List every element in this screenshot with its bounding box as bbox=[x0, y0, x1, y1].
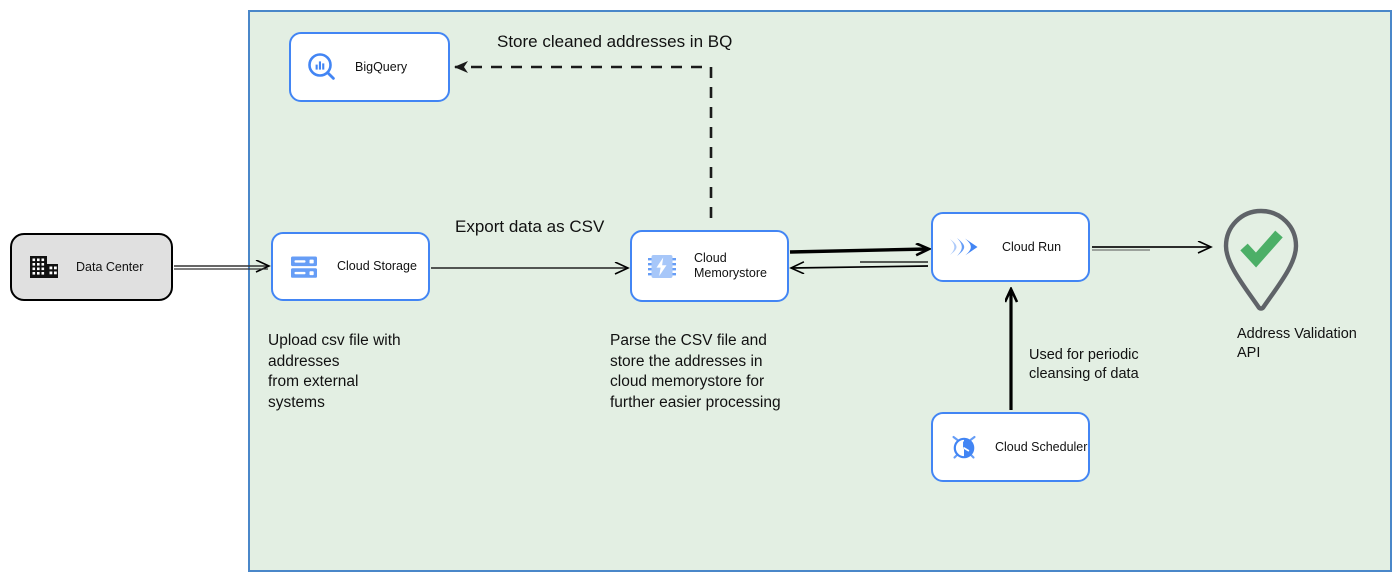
annotation-parse: Parse the CSV file and store the address… bbox=[610, 332, 781, 411]
cloud-run-icon bbox=[948, 232, 982, 262]
label-address-validation-api: Address Validation API bbox=[1237, 326, 1357, 362]
gcp-boundary-container bbox=[248, 10, 1392, 572]
edge-label-periodic-cleansing: Used for periodic cleansing of data bbox=[1029, 347, 1139, 383]
edge-datacenter-to-storage bbox=[174, 266, 268, 269]
node-label-cloud-run: Cloud Run bbox=[1002, 239, 1062, 254]
node-label-cloud-memorystore: Cloud Memorystore bbox=[694, 251, 767, 280]
node-cloud-storage[interactable]: Cloud Storage bbox=[271, 232, 430, 301]
cloud-memorystore-icon bbox=[647, 251, 677, 281]
node-label-cloud-scheduler: Cloud Scheduler bbox=[995, 439, 1088, 454]
node-label-cloud-storage: Cloud Storage bbox=[337, 259, 417, 274]
node-bigquery[interactable]: BigQuery bbox=[289, 32, 450, 102]
node-address-validation-api[interactable] bbox=[1220, 206, 1302, 321]
data-center-icon bbox=[29, 253, 59, 281]
location-pin-check-icon bbox=[1223, 208, 1299, 311]
node-cloud-memorystore[interactable]: Cloud Memorystore bbox=[630, 230, 789, 302]
node-cloud-scheduler[interactable]: Cloud Scheduler bbox=[931, 412, 1090, 482]
edge-label-export-csv: Export data as CSV bbox=[455, 217, 605, 236]
bigquery-icon bbox=[307, 52, 337, 82]
annotation-upload: Upload csv file with addresses from exte… bbox=[268, 332, 401, 411]
node-label-data-center: Data Center bbox=[76, 259, 144, 274]
cloud-scheduler-icon bbox=[949, 432, 979, 462]
edge-cloudrun-to-bigquery bbox=[454, 61, 713, 218]
cloud-storage-icon bbox=[289, 253, 319, 281]
node-data-center[interactable]: Data Center bbox=[10, 233, 173, 301]
node-label-bigquery: BigQuery bbox=[355, 59, 408, 74]
edge-label-store-in-bq: Store cleaned addresses in BQ bbox=[497, 32, 733, 51]
edge-memorystore-to-cloudrun bbox=[790, 249, 928, 268]
node-cloud-run[interactable]: Cloud Run bbox=[931, 212, 1090, 282]
edge-cloudrun-to-address-api bbox=[1092, 247, 1210, 250]
